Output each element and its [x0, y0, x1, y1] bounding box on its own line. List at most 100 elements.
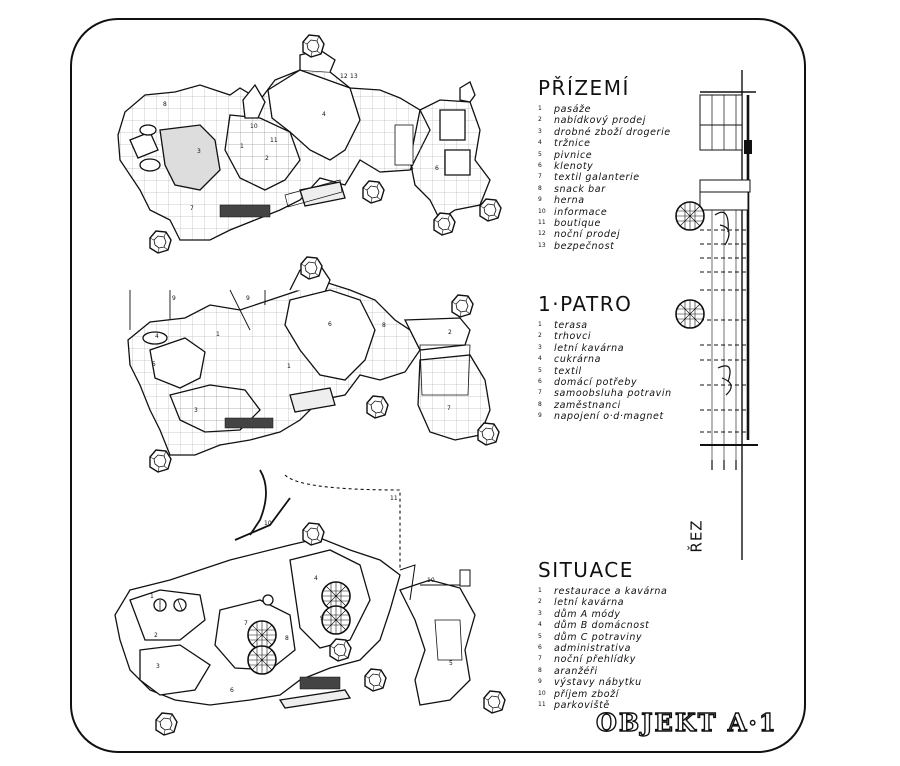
legend-item-text: informace — [554, 206, 608, 218]
legend-item-text: aranžéři — [554, 665, 598, 677]
svg-text:1: 1 — [216, 331, 220, 338]
legend-item-number: 6 — [538, 161, 542, 169]
svg-text:2: 2 — [448, 329, 452, 336]
svg-text:3: 3 — [197, 148, 201, 155]
legend-item: 12 noční prodej — [538, 229, 671, 240]
svg-text:6: 6 — [328, 321, 332, 328]
legend-item-text: zaměstnanci — [554, 399, 621, 411]
legend-item-text: administrativa — [554, 642, 632, 654]
svg-text:4: 4 — [314, 575, 318, 582]
legend-item-number: 3 — [538, 127, 542, 135]
legend-item-text: herna — [554, 194, 585, 206]
legend-item-number: 5 — [538, 632, 542, 640]
legend-item-number: 9 — [538, 678, 542, 686]
legend-item-text: drobné zboží drogerie — [554, 126, 671, 138]
legend-item-text: boutique — [554, 217, 601, 229]
svg-text:2: 2 — [265, 155, 269, 162]
legend-item: 3 drobné zboží drogerie — [538, 127, 671, 138]
legend-item: 1 restaurace a kavárna — [538, 586, 667, 597]
svg-text:10: 10 — [264, 520, 272, 527]
legend-item: 2 trhovci — [538, 331, 672, 342]
legend-item-number: 4 — [538, 139, 542, 147]
svg-text:11: 11 — [270, 137, 278, 144]
svg-text:1: 1 — [287, 363, 291, 370]
legend-item-number: 7 — [538, 173, 542, 181]
legend-item: 9 herna — [538, 195, 671, 206]
legend-item-number: 7 — [538, 655, 542, 663]
legend-item-number: 12 — [538, 230, 546, 238]
legend-item-text: terasa — [554, 319, 588, 331]
svg-text:1: 1 — [240, 143, 244, 150]
legend-item-text: letní kavárna — [554, 597, 625, 609]
legend-item-text: snack bar — [554, 183, 606, 195]
legend-item-number: 9 — [538, 196, 542, 204]
legend-item-number: 4 — [538, 355, 542, 363]
svg-text:9: 9 — [246, 295, 250, 302]
legend-item-number: 3 — [538, 343, 542, 351]
svg-text:10: 10 — [427, 577, 435, 584]
legend-item-number: 5 — [538, 150, 542, 158]
svg-text:3: 3 — [194, 407, 198, 414]
legend-item-text: parkoviště — [554, 699, 610, 711]
legend-item-number: 5 — [538, 366, 542, 374]
legend-item: 10 informace — [538, 207, 671, 218]
plan-patro — [127, 264, 491, 456]
svg-text:6: 6 — [435, 165, 439, 172]
legend-item: 8 snack bar — [538, 184, 671, 195]
legend-item-text: příjem zboží — [554, 688, 619, 700]
plan-situace — [114, 469, 476, 709]
svg-text:13: 13 — [350, 73, 358, 80]
legend-item-text: tržnice — [554, 137, 591, 149]
legend-item-text: dům B domácnost — [554, 619, 650, 631]
section-label: ŘEZ — [687, 519, 706, 553]
svg-text:8: 8 — [163, 101, 167, 108]
drawing-sheet-frame — [70, 18, 806, 753]
legend-item-text: trhovci — [554, 331, 592, 343]
svg-text:5: 5 — [152, 361, 156, 368]
legend-item-text: bezpečnost — [554, 240, 615, 252]
legend-item-number: 1 — [538, 587, 542, 594]
legend-item-number: 11 — [538, 218, 546, 226]
legend-item-text: restaurace a kavárna — [554, 585, 668, 597]
legend-heading: PŘÍZEMÍ — [538, 76, 630, 100]
legend-heading: SITUACE — [538, 558, 634, 582]
legend-item-number: 10 — [538, 207, 546, 215]
svg-text:6: 6 — [230, 687, 234, 694]
svg-text:2: 2 — [154, 632, 158, 639]
svg-text:8: 8 — [285, 635, 289, 642]
legend-item-text: letní kavárna — [554, 342, 625, 354]
legend-item-number: 11 — [538, 700, 546, 708]
legend-item-text: pasáže — [554, 103, 592, 115]
svg-text:5: 5 — [449, 660, 453, 667]
sheet-title: OBJEKT A·1 — [595, 707, 778, 737]
legend-item-text: noční přehlídky — [554, 654, 636, 666]
legend-item-text: noční prodej — [554, 229, 621, 241]
legend-item-number: 8 — [538, 184, 542, 192]
legend-item-number: 2 — [538, 332, 542, 340]
legend-item-number: 10 — [538, 689, 546, 697]
